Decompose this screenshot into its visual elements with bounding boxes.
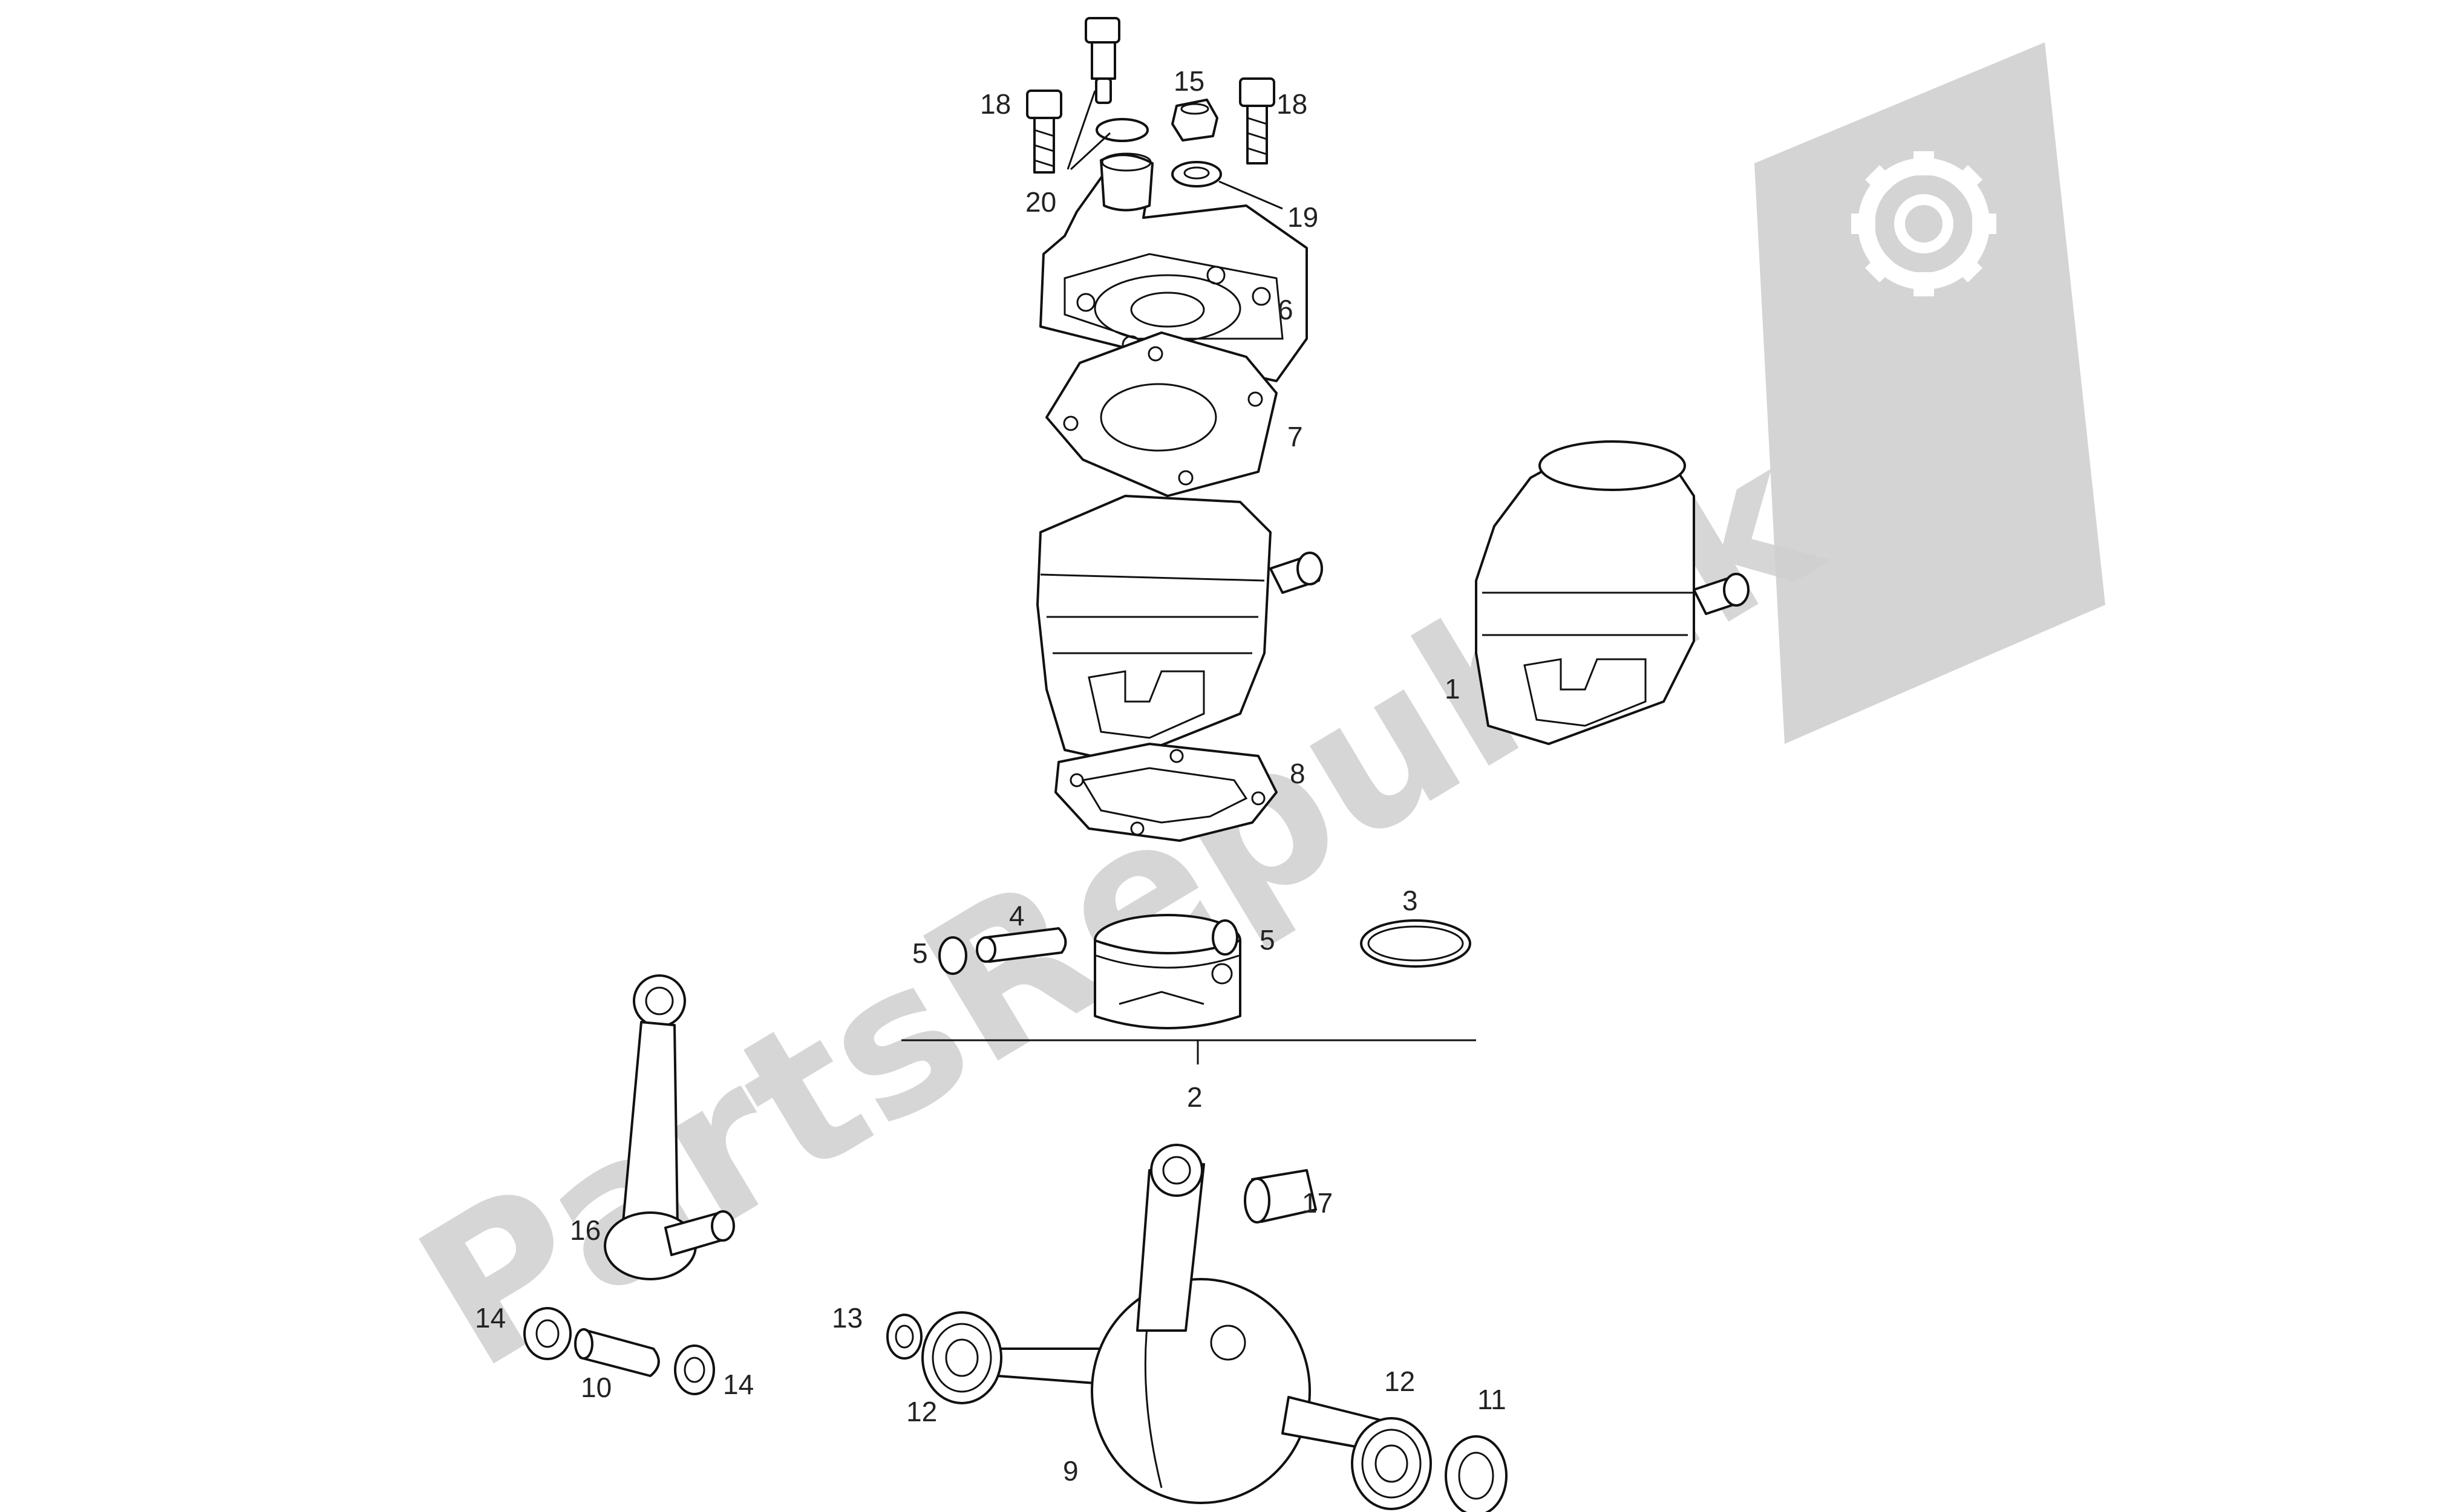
circlip-left [938, 936, 967, 975]
crankshaft [982, 1144, 1397, 1504]
callout-13: 13 [832, 1302, 863, 1334]
crank-pin [574, 1328, 660, 1377]
circlip-right [1212, 919, 1238, 956]
cylinder-head [1039, 152, 1308, 382]
oil-seal-right [674, 1344, 715, 1395]
bearing-left [921, 1311, 1002, 1404]
callout-2: 2 [1187, 1081, 1203, 1113]
callout-18a: 18 [980, 88, 1011, 120]
piston-pin [976, 927, 1067, 963]
cylinder [1036, 495, 1323, 763]
callout-7: 7 [1287, 421, 1303, 452]
callout-8: 8 [1290, 758, 1306, 789]
callout-19: 19 [1287, 201, 1318, 233]
connecting-rod [604, 974, 735, 1280]
callout-6: 6 [1278, 294, 1293, 325]
callout-16: 16 [570, 1214, 601, 1246]
callout-4: 4 [1009, 900, 1025, 931]
callout-18b: 18 [1276, 88, 1307, 120]
callout-5a: 5 [912, 937, 928, 969]
callout-15: 15 [1174, 65, 1204, 97]
callout-12a: 12 [906, 1396, 937, 1427]
callout-12b: 12 [1384, 1366, 1415, 1397]
callout-1: 1 [1445, 673, 1460, 705]
sensor-washer [1096, 118, 1149, 142]
callout-3: 3 [1402, 885, 1418, 916]
bearing-right [1351, 1417, 1432, 1510]
bolt-right [1239, 77, 1275, 165]
callout-labels: 1 2 3 4 5 5 6 7 8 9 10 11 12 12 13 14 14… [475, 65, 1506, 1487]
piston-ring [1360, 919, 1471, 968]
base-gasket [1054, 743, 1278, 842]
piston [1094, 914, 1241, 1029]
callout-5b: 5 [1260, 924, 1275, 956]
bolt-left [1026, 90, 1062, 174]
temperature-sensor [1085, 17, 1120, 104]
head-gasket [1045, 331, 1278, 497]
callout-10: 10 [581, 1372, 612, 1403]
callout-9: 9 [1063, 1455, 1079, 1487]
oil-seal-left [523, 1307, 572, 1360]
oil-seal-crank-right [1445, 1435, 1508, 1512]
washer [1171, 161, 1222, 187]
nut [1171, 99, 1218, 142]
callout-11: 11 [1477, 1384, 1506, 1415]
callout-20: 20 [1025, 186, 1056, 218]
needle-bearing [1244, 1169, 1317, 1224]
gear-flag-icon [1754, 42, 2105, 744]
oil-seal-crank-left [886, 1314, 923, 1360]
callout-14a: 14 [475, 1302, 506, 1334]
callout-14b: 14 [723, 1369, 754, 1400]
cylinder-assembly [1475, 440, 1750, 745]
callout-17: 17 [1302, 1187, 1333, 1219]
